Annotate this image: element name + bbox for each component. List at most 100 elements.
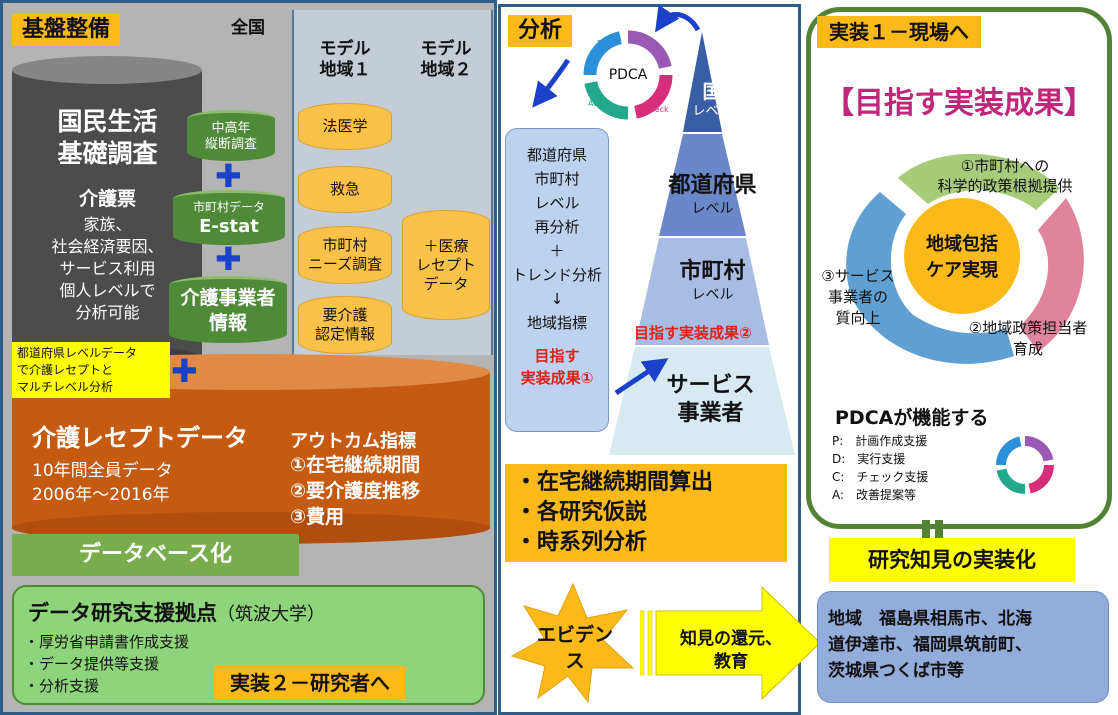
pdca-do-label: Do	[650, 41, 661, 50]
body-line: 家族、	[83, 215, 132, 234]
evidence-label: エビデンス	[534, 622, 616, 674]
goal-title: 【目指す実装成果】	[824, 86, 1094, 121]
cycle-line: 育成	[1012, 340, 1043, 358]
analysis-title: 分析	[508, 15, 573, 47]
header-region2-text: モデル 地域２	[420, 39, 472, 80]
box-line: トレンド分析	[511, 266, 602, 284]
receipt-title: 介護レセプトデータ	[32, 424, 248, 452]
box-line: 市町村	[534, 170, 580, 188]
green-item-care-provider-info: 介護事業者 情報	[169, 276, 287, 343]
note-line: 都道府県レベルデータ	[17, 346, 138, 360]
pyramid-main: サービス	[666, 373, 755, 398]
feedback-arrow	[640, 585, 821, 701]
header-national-text: 全国	[231, 18, 265, 38]
analysis-item: ・時系列分析	[515, 530, 648, 555]
header-region1-text: モデル 地域１	[319, 39, 371, 80]
goal-outcome-2: 目指す実装成果②	[634, 324, 752, 342]
pdca-function-item: P: 計画作成支援	[832, 434, 928, 448]
plus-icon: ✚	[215, 240, 242, 278]
connector	[922, 520, 930, 540]
analysis-list: ・在宅継続期間算出 ・各研究仮説 ・時系列分析	[505, 464, 787, 562]
pyramid-level-service: サービス 事業者	[628, 372, 793, 428]
big-cylinder-shape	[12, 56, 202, 371]
pdca-function-item: A: 改善提案等	[832, 488, 917, 502]
database-label: データベース化	[12, 534, 299, 576]
box-line: 再分析	[534, 218, 580, 236]
region1-item-text: 市町村 ニーズ調査	[307, 236, 383, 273]
green-item-mid-age-survey: 中高年 縦断調査	[187, 110, 275, 161]
pdca-label: PDCA	[609, 67, 648, 83]
green-item-line2: E-stat	[199, 216, 259, 237]
region1-item-forensic: 法医学	[298, 103, 392, 150]
big-cylinder-body: 家族、 社会経済要因、 サービス利用 個人レベルで 分析可能	[20, 214, 195, 324]
pyramid-sub: レベル	[692, 104, 732, 119]
support-item: ・厚労省申請書作成支援	[24, 633, 190, 651]
support-title: データ研究支援拠点（筑波大学）	[28, 597, 325, 627]
green-item-line1: 介護事業者	[180, 287, 276, 309]
support-item: ・分析支援	[24, 677, 100, 695]
box-line: 地域指標	[526, 314, 587, 332]
cycle-graphic	[846, 153, 1084, 364]
outcome-title: アウトカム指標	[290, 431, 416, 452]
big-cylinder-title: 国民生活 基礎調査	[20, 106, 195, 170]
pyramid-level-prefecture: 都道府県 レベル	[640, 172, 785, 218]
region2-item-text: ＋医療 レセプト データ	[415, 236, 476, 293]
plus-icon: ✚	[171, 352, 198, 390]
support-items: ・厚労省申請書作成支援 ・データ提供等支援 ・分析支援	[24, 631, 189, 697]
feedback-line: 教育	[714, 652, 748, 672]
implementation2-tag: 実装２－研究者へ	[214, 666, 406, 700]
goal-outcome-1-line: 実装成果①	[520, 369, 594, 387]
regions-line: 道伊達市、福岡県筑前町、	[828, 635, 1032, 655]
small-pdca-icon	[996, 436, 1054, 494]
body-line: 社会経済要因、	[51, 237, 164, 256]
pyramid-main: 市町村	[679, 259, 746, 284]
regions-box: 地域 福島県相馬市、北海 道伊達市、福岡県筑前町、 茨城県つくば市等	[817, 591, 1109, 703]
goal-outcome-1: 目指す 実装成果①	[506, 345, 608, 389]
connector	[935, 520, 943, 540]
pyramid-level-national: 国 レベル	[680, 80, 744, 120]
feedback-line: 知見の還元、	[680, 629, 782, 649]
body-line: 分析可能	[75, 303, 140, 322]
green-item-line1: 市町村データ	[192, 200, 265, 214]
support-title-main: データ研究支援拠点	[28, 601, 217, 625]
cycle-line: 質向上	[835, 309, 881, 327]
pdca-plan-label: Plan	[597, 39, 614, 48]
header-national: 全国	[218, 18, 278, 39]
pyramid-level-municipality: 市町村 レベル	[640, 258, 785, 304]
cycle-line: ③サービス	[821, 267, 895, 285]
cycle-item-municipal: ①市町村への 科学的政策根拠提供	[910, 156, 1100, 196]
diagonal-arrow-icon	[614, 358, 669, 396]
research-implementation-label: 研究知見の実装化	[829, 538, 1075, 582]
pdca-cycle-icon: Plan Do Check Act PDCA	[583, 30, 673, 120]
cycle-item-service: ③サービス 事業者の 質向上	[808, 266, 908, 329]
pdca-check-label: Check	[644, 105, 669, 114]
body-line: 個人レベルで	[59, 281, 156, 300]
outcome-item: ③費用	[290, 506, 345, 528]
goal-outcome-1-line: 目指す	[534, 347, 580, 365]
years-line: 10年間全員データ	[32, 461, 173, 481]
reanalysis-box: 都道府県 市町村 レベル 再分析 ＋ トレンド分析 ↓ 地域指標 目指す 実装成…	[505, 128, 609, 432]
pyramid-main: 国	[702, 81, 722, 103]
pdca-act-label: Act	[588, 99, 601, 108]
note-line: マルチレベル分析	[17, 380, 114, 394]
box-line: レベル	[534, 194, 580, 212]
green-item-municipal-data: 市町村データ E-stat	[173, 190, 285, 245]
cycle-line: 事業者の	[827, 288, 888, 306]
box-line: 都道府県	[526, 146, 587, 164]
yellow-note: 都道府県レベルデータ で介護レセプトと マルチレベル分析	[12, 342, 170, 398]
green-item-line2: 情報	[208, 312, 247, 334]
years-line: 2006年～2016年	[32, 485, 170, 505]
center-label: 地域包括 ケア実現	[900, 232, 1024, 284]
region1-item-text: 法医学	[322, 117, 368, 135]
cycle-item-policy: ②地域政策担当者 育成	[948, 318, 1108, 360]
region1-item-needs-survey: 市町村 ニーズ調査	[298, 226, 392, 284]
support-item: ・データ提供等支援	[24, 655, 160, 673]
analysis-item: ・各研究仮説	[515, 500, 648, 525]
green-item-line2: 縦断調査	[204, 137, 257, 152]
header-region1: モデル 地域１	[295, 18, 395, 81]
pyramid-sub: 事業者	[677, 401, 744, 426]
feedback-label: 知見の還元、 教育	[660, 628, 802, 674]
outcome-item: ②要介護度推移	[290, 480, 421, 502]
region1-item-text: 救急	[329, 180, 360, 198]
cycle-line: ②地域政策担当者	[968, 319, 1088, 337]
